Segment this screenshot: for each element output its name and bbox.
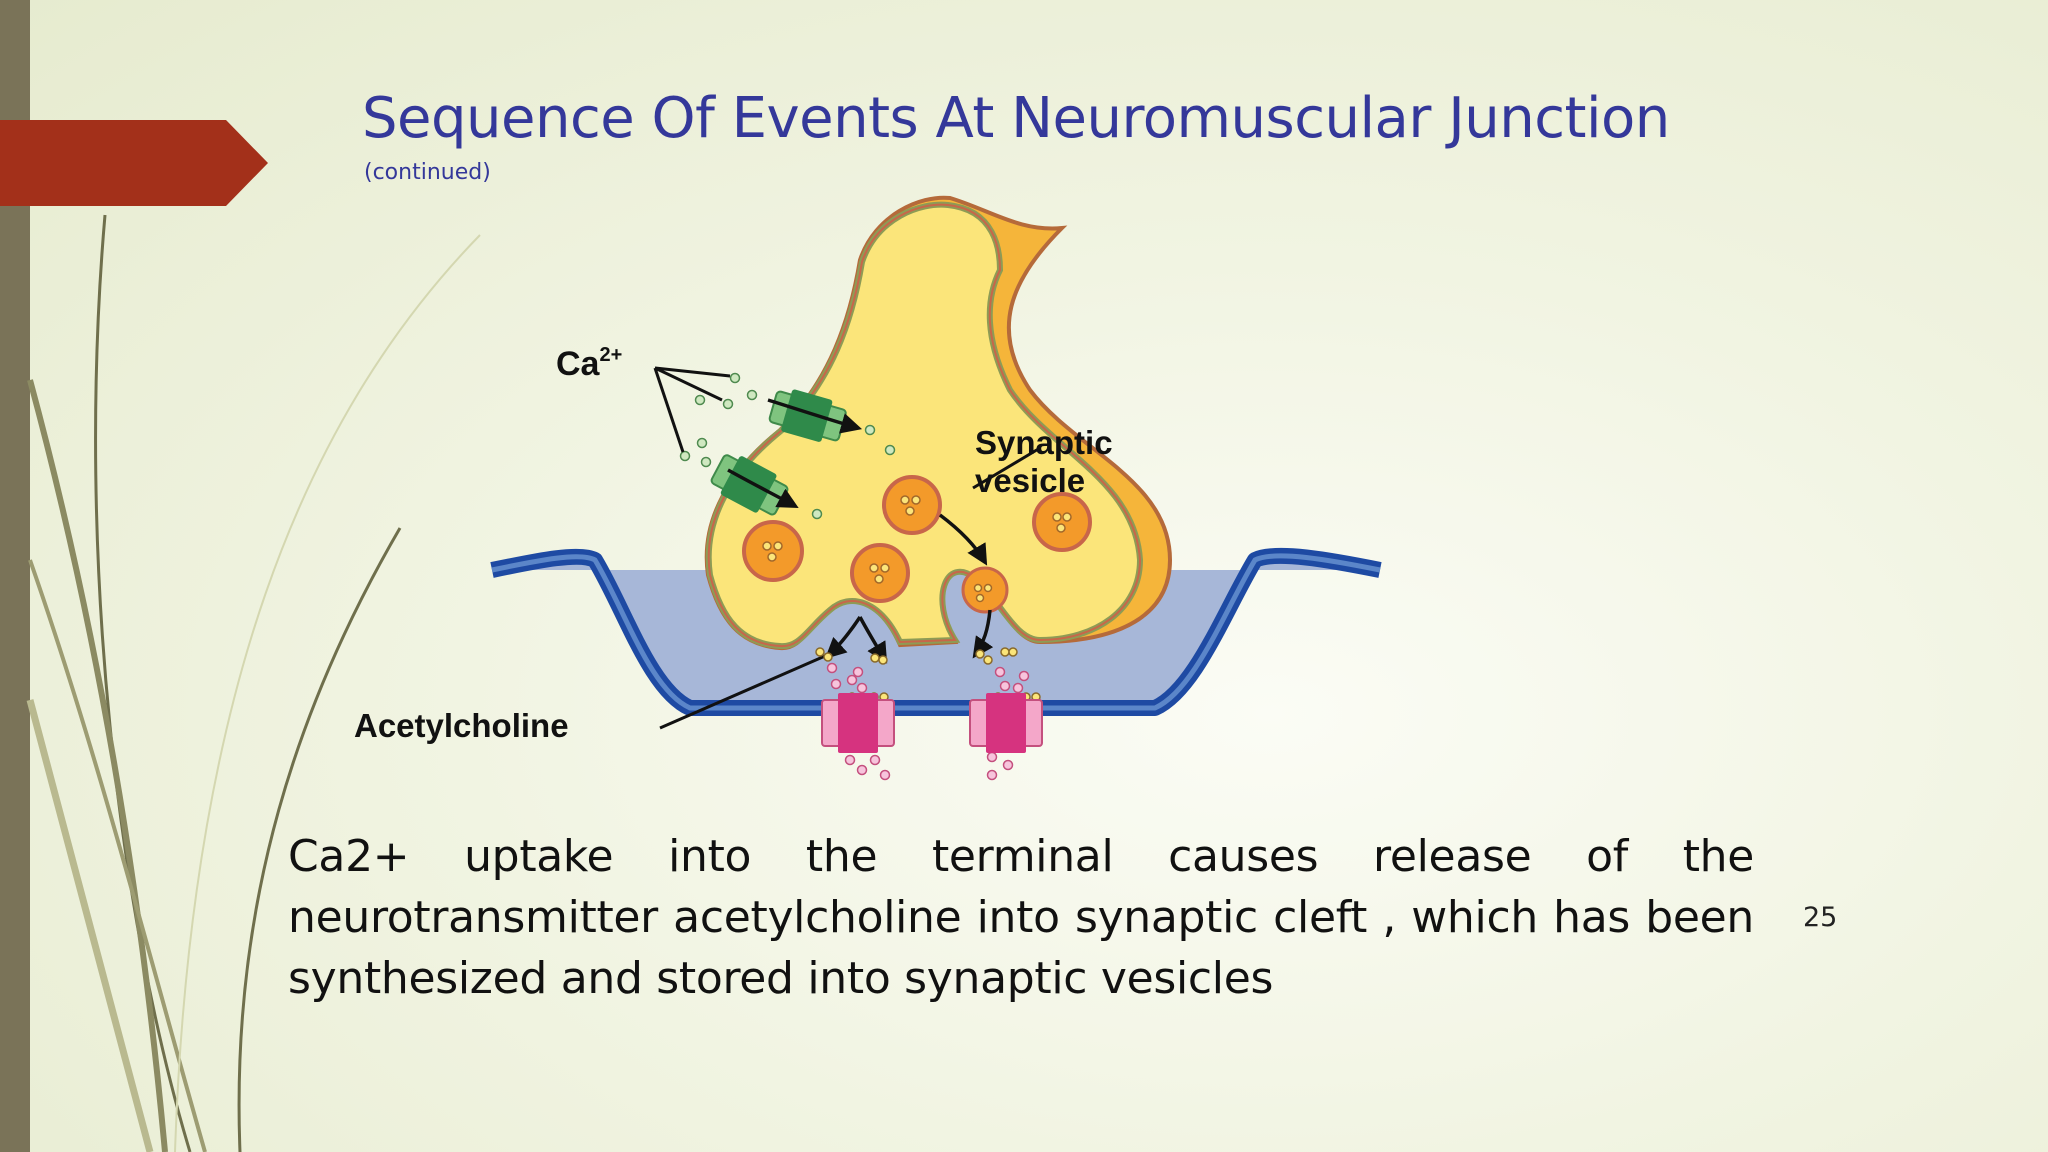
slide-subtitle: (continued) (364, 160, 491, 185)
process-arrows (727, 398, 994, 664)
ca-pointer-lines (653, 366, 731, 453)
neuromuscular-junction-diagram (490, 195, 1382, 781)
synaptic-vesicle-label: Synaptic vesicle (975, 424, 1113, 499)
pink-molecules (826, 662, 1030, 781)
accent-arrow-shape (0, 120, 268, 206)
slide-number: 25 (1803, 902, 1838, 933)
synaptic-vesicles (742, 475, 1092, 614)
ach-pointer-line (659, 654, 826, 730)
acetylcholine-label: Acetylcholine (354, 707, 569, 744)
ca-label: Ca2+ (556, 344, 623, 383)
calcium-ions (679, 372, 896, 520)
slide-body-text: Ca2+ uptake into the terminal causes rel… (288, 831, 1754, 1004)
vesicle-pointer-line (972, 446, 1041, 490)
acetylcholine-receptors (821, 693, 1043, 753)
slide-title: Sequence Of Events At Neuromuscular Junc… (362, 86, 1670, 151)
